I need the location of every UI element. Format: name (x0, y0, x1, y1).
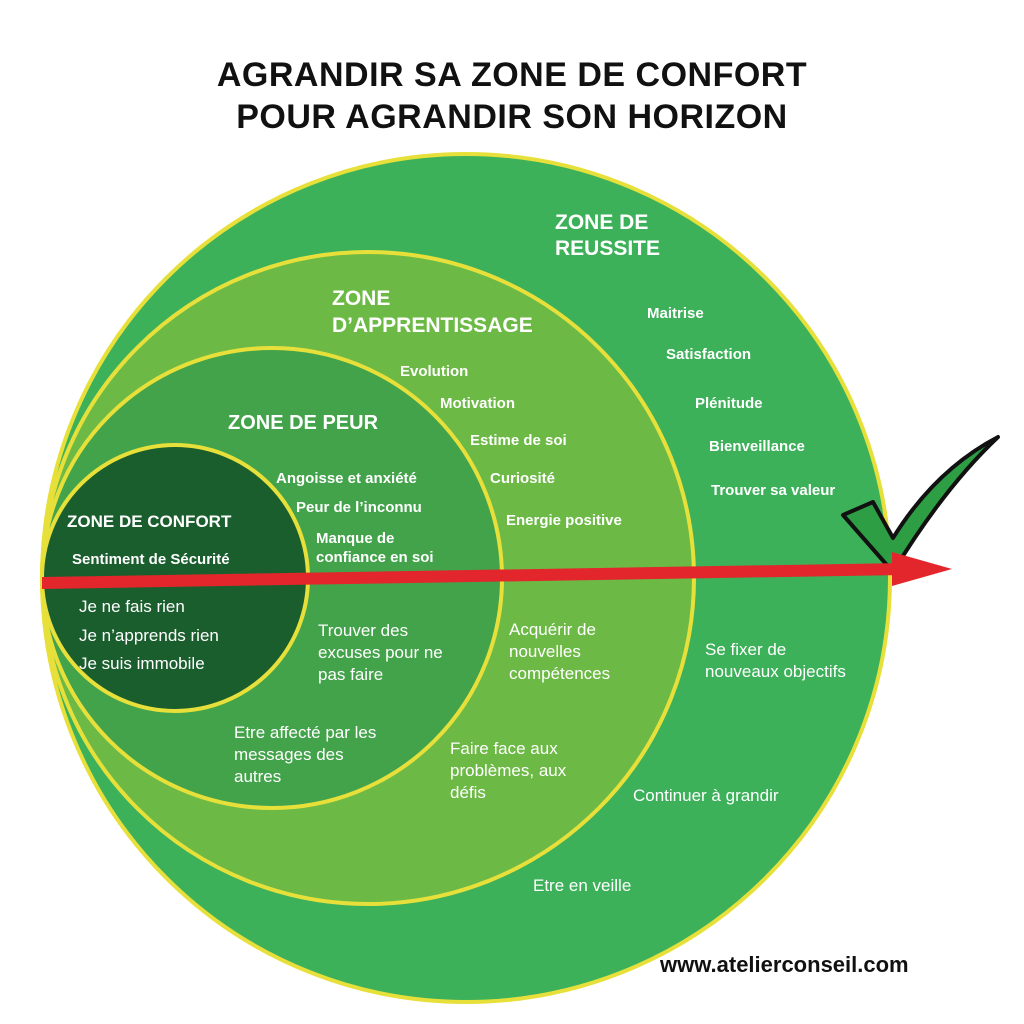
apprentissage-lower-text: compétences (509, 664, 610, 683)
apprentissage-item: Curiosité (490, 470, 555, 487)
website-url: www.atelierconseil.com (660, 952, 909, 977)
peur-lower-text: pas faire (318, 665, 383, 684)
apprentissage-lower-text: défis (450, 783, 486, 802)
confort-item: Sentiment de Sécurité (72, 551, 230, 568)
apprentissage-item: Energie positive (506, 512, 622, 529)
reussite-item: Plénitude (695, 395, 763, 412)
reussite-item: Maitrise (647, 305, 704, 322)
apprentissage-item: Evolution (400, 363, 468, 380)
peur-lower-text: Trouver des (318, 621, 408, 640)
reussite-item: Bienveillance (709, 438, 805, 455)
apprentissage-lower-text: problèmes, aux (450, 761, 567, 780)
peur-lower-text: Etre affecté par les (234, 723, 376, 742)
zone-confort-title: ZONE DE CONFORT (67, 512, 232, 531)
zone-peur-title: ZONE DE PEUR (228, 412, 379, 434)
reussite-lower-text: Se fixer de (705, 640, 786, 659)
reussite-lower-text: Etre en veille (533, 876, 631, 895)
zone-apprentissage-title-2: D’APPRENTISSAGE (332, 314, 533, 337)
reussite-item: Trouver sa valeur (711, 482, 835, 499)
peur-item: Peur de l’inconnu (296, 499, 422, 516)
page-title-line-1: AGRANDIR SA ZONE DE CONFORT (216, 56, 808, 94)
page-title-line-2: POUR AGRANDIR SON HORIZON (236, 98, 788, 136)
apprentissage-item: Estime de soi (470, 432, 567, 449)
check-icon (841, 435, 1000, 574)
peur-lower-text: excuses pour ne (318, 643, 443, 662)
confort-lower-text: Je ne fais rien (79, 597, 185, 616)
reussite-lower-text: nouveaux objectifs (705, 662, 846, 681)
apprentissage-lower-text: Acquérir de (509, 620, 596, 639)
apprentissage-item: Motivation (440, 395, 515, 412)
confort-lower-text: Je n’apprends rien (79, 626, 219, 645)
peur-item: Angoisse et anxiété (276, 470, 417, 487)
peur-item: confiance en soi (316, 549, 434, 566)
reussite-item: Satisfaction (666, 346, 751, 363)
zone-apprentissage-title-1: ZONE (332, 287, 390, 310)
zone-reussite-title-1: ZONE DE (555, 211, 648, 234)
apprentissage-lower-text: Faire face aux (450, 739, 558, 758)
peur-lower-text: messages des (234, 745, 344, 764)
arrow-right-icon (42, 552, 952, 589)
peur-lower-text: autres (234, 767, 281, 786)
confort-lower-text: Je suis immobile (79, 654, 205, 673)
zone-reussite-title-2: REUSSITE (555, 237, 660, 260)
apprentissage-lower-text: nouvelles (509, 642, 581, 661)
reussite-lower-text: Continuer à grandir (633, 786, 779, 805)
peur-item: Manque de (316, 530, 394, 547)
